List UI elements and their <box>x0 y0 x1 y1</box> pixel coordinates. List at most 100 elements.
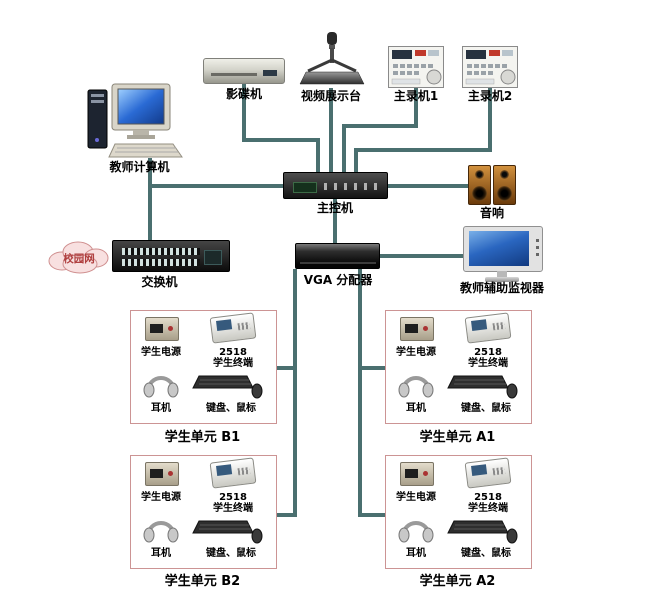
keyboard-mouse-label: 键盘、鼠标 <box>461 548 511 559</box>
vga-splitter-body <box>295 243 380 269</box>
student-unit-a1: 学生电源 2518 学生终端 耳机 键盘、鼠标 <box>385 310 532 424</box>
vga-splitter-label: VGA 分配器 <box>303 273 373 287</box>
teacher-computer-label: 教师计算机 <box>109 160 170 174</box>
connector-line <box>380 254 463 258</box>
student-unit-a2-label: 学生单元 A2 <box>419 574 496 589</box>
connector-line <box>354 148 358 174</box>
dvd-player-image <box>203 58 285 84</box>
vga-splitter-image <box>295 243 380 269</box>
recorder2-image <box>462 46 518 88</box>
terminal-model-label: 2518 <box>474 492 502 503</box>
tweeter <box>475 170 484 179</box>
keyboard-mouse-label: 键盘、鼠标 <box>206 548 256 559</box>
terminal-model-label: 2518 <box>219 347 247 358</box>
terminal-screen <box>216 319 233 331</box>
terminal-screen <box>471 464 488 476</box>
keyboard-mouse-label: 键盘、鼠标 <box>206 403 256 414</box>
student-power-icon <box>400 317 434 341</box>
terminal-label: 学生终端 <box>468 358 508 369</box>
student-power-label: 学生电源 <box>141 347 181 358</box>
student-power-label: 学生电源 <box>141 492 181 503</box>
woofer <box>472 186 487 201</box>
student-power-label: 学生电源 <box>396 492 436 503</box>
headphones-label: 耳机 <box>406 403 426 414</box>
controller-display <box>293 182 317 193</box>
document-camera-image <box>296 30 366 88</box>
keyboard-mouse-label: 键盘、鼠标 <box>461 403 511 414</box>
keyboard-mouse-icon <box>192 375 263 399</box>
connector-line <box>148 158 152 242</box>
connector-line <box>275 513 297 517</box>
headphones-icon <box>143 376 179 398</box>
main-controller-body <box>283 172 388 199</box>
headphones-icon <box>398 376 434 398</box>
terminal-model-label: 2518 <box>219 492 247 503</box>
student-unit-b1-label: 学生单元 B1 <box>164 430 241 445</box>
terminal-screen <box>471 319 488 331</box>
recorder-icon <box>462 46 518 88</box>
student-unit-b1: 学生电源 2518 学生终端 耳机 键盘、鼠标 <box>130 310 277 424</box>
headphones-label: 耳机 <box>151 548 171 559</box>
connector-line <box>329 88 333 174</box>
document-camera-icon <box>299 32 365 85</box>
terminal-label: 学生终端 <box>213 503 253 514</box>
connector-line <box>354 148 492 152</box>
vga-splitter-edge <box>300 262 376 264</box>
document-camera-label: 视频展示台 <box>300 89 361 103</box>
connector-line <box>358 366 385 370</box>
aux-monitor-image <box>463 226 543 284</box>
terminal-buttons <box>237 321 251 331</box>
terminal-screen <box>216 464 233 476</box>
keyboard-mouse-icon <box>447 375 518 399</box>
speakers-label: 音响 <box>479 206 504 220</box>
switch-led-panel <box>204 250 222 265</box>
headphones-label: 耳机 <box>151 403 171 414</box>
switch-ports-row <box>122 248 200 255</box>
connector-line <box>358 513 385 517</box>
student-power-icon <box>145 317 179 341</box>
terminal-buttons <box>237 466 251 476</box>
connector-line <box>342 124 346 174</box>
main-controller-image <box>283 172 388 199</box>
dvd-player-label: 影碟机 <box>225 87 262 101</box>
terminal-buttons <box>492 466 506 476</box>
headphones-label: 耳机 <box>406 548 426 559</box>
recorder-icon <box>388 46 444 88</box>
connector-line <box>275 366 297 370</box>
dvd-display <box>263 70 277 76</box>
recorder2-label: 主录机2 <box>467 89 513 103</box>
monitor-stand <box>497 271 507 278</box>
terminal-buttons <box>492 321 506 331</box>
keyboard-mouse-icon <box>192 520 263 544</box>
student-power-label: 学生电源 <box>396 347 436 358</box>
student-unit-b2-label: 学生单元 B2 <box>164 574 241 589</box>
teacher-computer-image <box>85 82 185 162</box>
campus-network-label: 校园网 <box>63 253 95 265</box>
connector-line <box>150 184 283 188</box>
student-power-icon <box>400 462 434 486</box>
woofer <box>497 186 512 201</box>
terminal-label: 学生终端 <box>468 503 508 514</box>
student-unit-b2: 学生电源 2518 学生终端 耳机 键盘、鼠标 <box>130 455 277 569</box>
main-controller-label: 主控机 <box>316 201 353 215</box>
recorder1-label: 主录机1 <box>393 89 439 103</box>
student-terminal-icon <box>209 312 257 344</box>
switch-label: 交换机 <box>141 275 178 289</box>
terminal-model-label: 2518 <box>474 347 502 358</box>
cloud-icon <box>48 241 109 274</box>
speaker-left <box>468 165 491 205</box>
student-unit-a1-label: 学生单元 A1 <box>419 430 496 445</box>
teacher-computer-icon <box>87 83 183 158</box>
recorder1-image <box>388 46 444 88</box>
student-terminal-icon <box>464 457 512 489</box>
connector-line <box>342 124 418 128</box>
student-power-icon <box>145 462 179 486</box>
dvd-slot <box>211 73 257 76</box>
connector-line <box>488 88 492 152</box>
student-unit-a2: 学生电源 2518 学生终端 耳机 键盘、鼠标 <box>385 455 532 569</box>
monitor-base <box>485 277 519 282</box>
student-terminal-icon <box>209 457 257 489</box>
aux-monitor-label: 教师辅助监视器 <box>459 281 544 295</box>
switch-image <box>112 240 230 272</box>
